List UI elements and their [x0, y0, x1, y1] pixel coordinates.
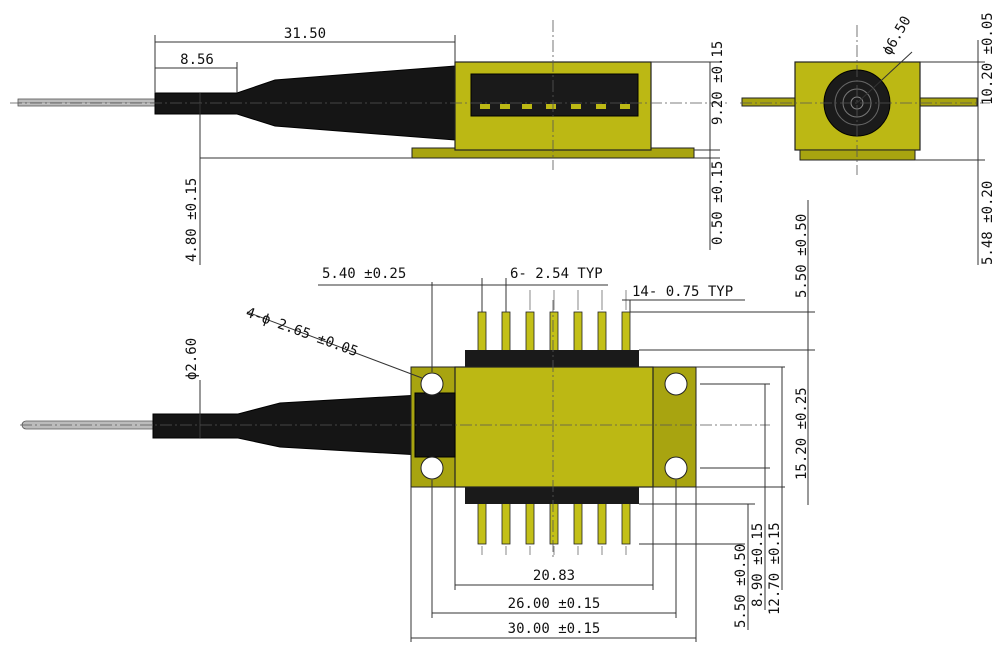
dim-flange-thickness: 0.50 ±0.15 [710, 161, 726, 245]
side-base [799, 149, 916, 161]
top-fiber [17, 98, 159, 107]
dim-body-height-1520: 15.20 ±0.25 [794, 387, 810, 480]
dim-pin-length-top: 5.50 ±0.50 [794, 214, 810, 298]
dim-side-height: 5.48 ±0.20 [980, 181, 996, 265]
dim-overall-length: 31.50 [284, 26, 326, 42]
dim-side-width: 10.20 ±0.05 [980, 12, 996, 105]
dim-flange-width: 30.00 ±0.15 [508, 621, 601, 637]
plan-body [454, 366, 654, 488]
dim-pin-row-offset: 5.40 ±0.25 [322, 266, 406, 282]
dim-fiber-height: 4.80 ±0.15 [184, 178, 200, 262]
plan-hole-br [664, 456, 688, 480]
plan-standoff-bottom [465, 486, 639, 504]
top-window [470, 73, 639, 117]
dim-lens-diameter: ϕ6.50 [880, 13, 915, 58]
dim-hole-spacing-2600: 26.00 ±0.15 [508, 596, 601, 612]
plan-hole-tl [420, 372, 444, 396]
top-pin-row [480, 104, 630, 109]
dim-pin-length-bottom: 5.50 ±0.50 [733, 544, 749, 628]
dim-fiber-diameter: ϕ2.60 [184, 338, 200, 380]
dim-boot-length: 8.56 [180, 52, 214, 68]
dim-pin-width: 14- 0.75 TYP [632, 284, 733, 300]
plan-view: 5.40 ±0.25 6- 2.54 TYP 14- 0.75 TYP 4-ϕ … [20, 200, 815, 642]
plan-standoff-top [465, 350, 639, 368]
dim-hole-spacing-890: 8.90 ±0.15 [750, 523, 766, 607]
dim-hole-diameter: 4-ϕ 2.65 ±0.05 [244, 305, 360, 360]
top-view: 31.50 8.56 9.20 ±0.15 0.50 ±0.15 4.80 ±0… [10, 20, 730, 265]
side-view: ϕ6.50 10.20 ±0.05 5.48 ±0.20 [740, 12, 996, 265]
plan-pins-bottom [477, 485, 631, 545]
dim-body-height: 9.20 ±0.15 [710, 41, 726, 125]
dim-body-width: 20.83 [533, 568, 575, 584]
dim-pin-span-1270: 12.70 ±0.15 [767, 522, 783, 615]
plan-hole-tr [664, 372, 688, 396]
dim-pin-pitch: 6- 2.54 TYP [510, 266, 603, 282]
plan-hole-bl [420, 456, 444, 480]
